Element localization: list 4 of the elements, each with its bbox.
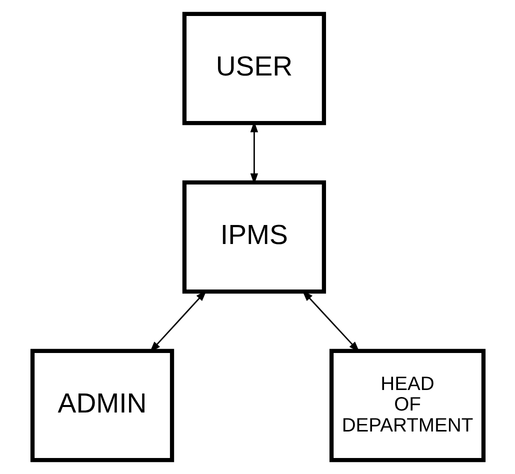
node-box: HEAD OF DEPARTMENT [328, 348, 486, 462]
node-box: USER [182, 12, 326, 126]
node-box: IPMS [182, 180, 326, 294]
node-box: ADMIN [30, 348, 174, 462]
